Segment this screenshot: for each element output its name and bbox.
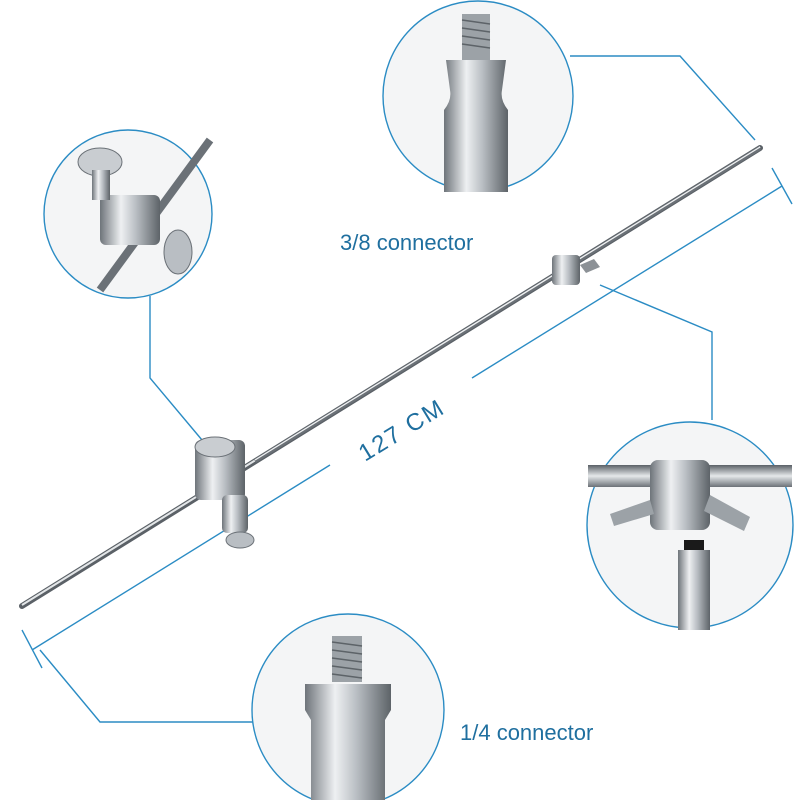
detail-stud-14: [251, 613, 445, 800]
label-length: 127 CM: [354, 394, 450, 467]
callout-lines: [21, 55, 793, 723]
sliding-clamp: [552, 255, 600, 285]
detail-stud-38: [382, 0, 574, 192]
detail-grip-head: [43, 129, 214, 299]
detail-mount-clamp: [586, 421, 794, 630]
extension-arm: [19, 145, 763, 609]
label-14-connector: 1/4 connector: [460, 720, 593, 745]
grip-head: [194, 436, 255, 549]
label-38-connector: 3/8 connector: [340, 230, 473, 255]
